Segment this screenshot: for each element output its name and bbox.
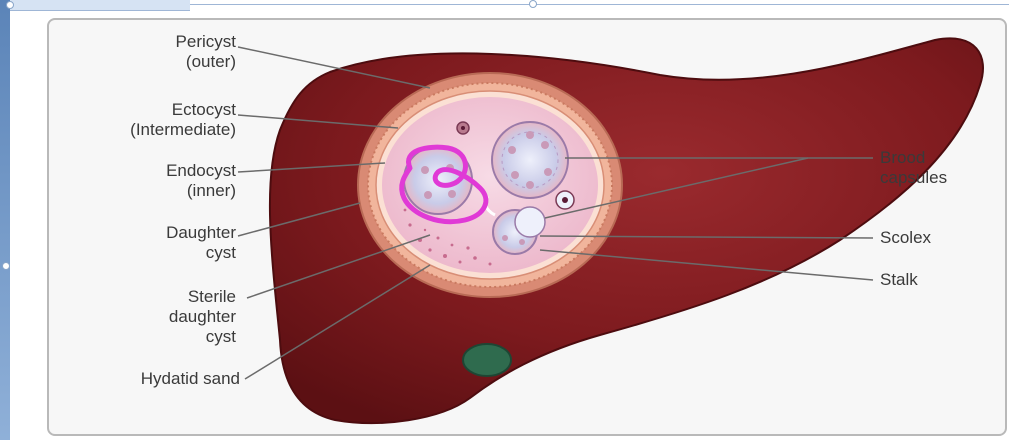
label-stalk: Stalk — [880, 270, 990, 290]
label-line: cyst — [110, 327, 236, 347]
label-endocyst: Endocyst (inner) — [110, 161, 236, 201]
label-pericyst: Pericyst (outer) — [120, 32, 236, 72]
label-line: (Intermediate) — [50, 120, 236, 140]
label-line: Hydatid sand — [60, 369, 240, 389]
label-line: Scolex — [880, 228, 990, 248]
label-line: Stalk — [880, 270, 990, 290]
label-line: Ectocyst — [50, 100, 236, 120]
label-line: cyst — [110, 243, 236, 263]
label-line: (inner) — [110, 181, 236, 201]
label-scolex: Scolex — [880, 228, 990, 248]
label-sterile-daughter-cyst: Sterile daughter cyst — [110, 287, 236, 347]
label-line: (outer) — [120, 52, 236, 72]
label-line: Endocyst — [110, 161, 236, 181]
gallbladder — [463, 344, 511, 376]
label-hydatid-sand: Hydatid sand — [60, 369, 240, 389]
label-line: daughter — [110, 307, 236, 327]
label-line: Brood — [880, 148, 1000, 168]
brood-capsule-large — [492, 122, 568, 198]
label-ectocyst: Ectocyst (Intermediate) — [50, 100, 236, 140]
label-daughter-cyst: Daughter cyst — [110, 223, 236, 263]
label-line: Daughter — [110, 223, 236, 243]
label-line: capsules — [880, 168, 1000, 188]
label-line: Pericyst — [120, 32, 236, 52]
label-brood-capsules: Brood capsules — [880, 148, 1000, 188]
label-line: Sterile — [110, 287, 236, 307]
